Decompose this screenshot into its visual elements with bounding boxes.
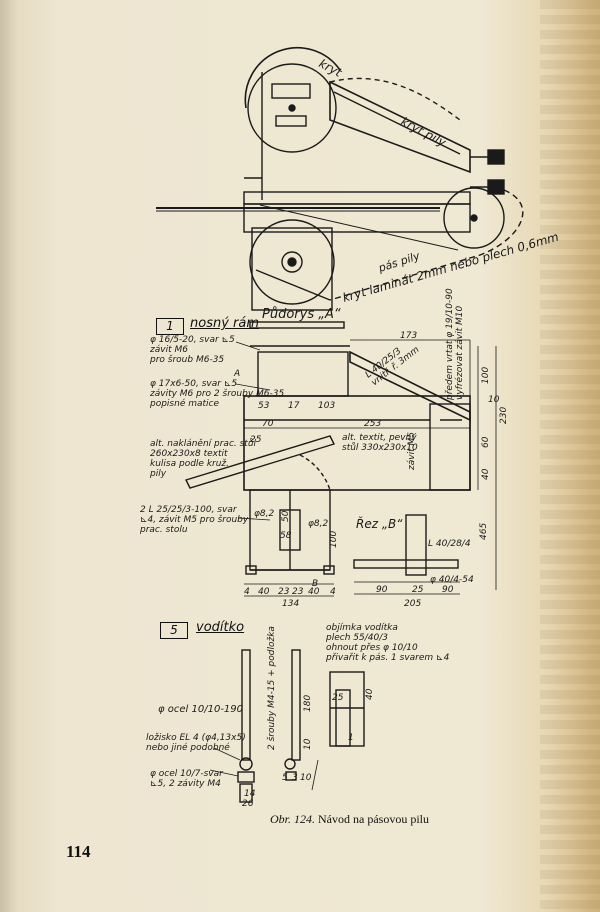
note-b: φ 17x6-50, svar ⊾5 závity M6 pro 2 šroub…	[149, 379, 287, 409]
svg-text:kryt: kryt	[317, 56, 346, 80]
svg-text:40: 40	[481, 468, 491, 480]
svg-text:103: 103	[318, 401, 335, 411]
svg-text:173: 173	[400, 331, 417, 341]
svg-text:134: 134	[282, 599, 299, 609]
svg-text:40: 40	[365, 688, 375, 700]
section-5-title: vodítko	[196, 620, 245, 635]
svg-text:25: 25	[412, 585, 424, 595]
svg-text:25: 25	[332, 693, 344, 703]
svg-text:φ ocel 10/10-190: φ ocel 10/10-190	[158, 704, 243, 715]
page-edge-shadow	[540, 0, 600, 912]
note-c: alt. naklánění prac. stůl 260x230x8 text…	[149, 438, 259, 479]
svg-text:φ 40/4-54: φ 40/4-54	[430, 575, 474, 585]
saw-elevation-drawing	[156, 46, 524, 311]
svg-text:58: 58	[280, 531, 292, 541]
tilting-table	[185, 435, 335, 489]
frame-plan-drawing	[185, 321, 497, 597]
svg-text:180: 180	[303, 695, 313, 712]
svg-text:40: 40	[308, 587, 320, 597]
svg-text:10: 10	[488, 395, 500, 405]
right-wheel	[443, 187, 505, 249]
svg-text:205: 205	[404, 599, 421, 609]
svg-text:4: 4	[330, 587, 336, 597]
svg-text:90: 90	[376, 585, 388, 595]
svg-text:A: A	[233, 369, 240, 379]
svg-text:253: 253	[364, 419, 381, 429]
svg-text:23: 23	[278, 587, 290, 597]
svg-text:40: 40	[258, 587, 270, 597]
section-1-title: nosný rám	[190, 316, 260, 331]
svg-text:50: 50	[281, 510, 291, 522]
note-d: 2 L 25/25/3-100, svar ⊾4, závit M5 pro š…	[139, 505, 251, 535]
svg-text:230: 230	[499, 407, 509, 424]
svg-text:100: 100	[481, 367, 491, 384]
guide-drawing	[209, 649, 365, 803]
frame-dimensions: 173 100 10 230 60 40 53 17 103 70 25 253…	[233, 331, 509, 609]
note-a: φ 16/5-20, svar ⊾5 závit M6 pro šroub M6…	[149, 335, 238, 365]
figure-number: Obr. 124.	[270, 812, 316, 826]
svg-text:23: 23	[292, 587, 304, 597]
svg-text:L 40/28/4: L 40/28/4	[428, 539, 471, 549]
svg-text:závit M5: závit M5	[407, 432, 417, 471]
note-g: předem vrtat φ 19/10-90 vyfrézovat závit…	[445, 285, 465, 401]
svg-text:φ8,2: φ8,2	[254, 509, 275, 519]
svg-text:53: 53	[258, 401, 270, 411]
svg-text:kryt pily: kryt pily	[399, 114, 450, 150]
svg-text:17: 17	[288, 401, 300, 411]
note-e: alt. textit, pevný stůl 330x230x10	[342, 433, 419, 453]
guide-note-rod: φ ocel 10/7-svar ⊾5, 2 závity M4	[150, 769, 226, 789]
svg-text:465: 465	[479, 523, 489, 540]
figure-caption: Obr. 124. Návod na pásovou pilu	[270, 812, 429, 827]
svg-text:φ8,2: φ8,2	[308, 519, 329, 529]
svg-text:3: 3	[292, 773, 298, 783]
svg-text:B: B	[312, 579, 318, 589]
guide-labels: φ ocel 10/10-190 ložisko EL 4 (φ4,13x5) …	[146, 623, 450, 809]
lower-wheel	[249, 219, 335, 305]
section-1-number: 1	[156, 318, 184, 335]
figure-caption-text: Návod na pásovou pilu	[318, 812, 429, 826]
saw-arm-cover	[329, 80, 471, 174]
svg-text:4: 4	[244, 587, 250, 597]
page-number: 114	[66, 842, 91, 861]
svg-text:10: 10	[303, 738, 313, 750]
svg-text:90: 90	[442, 585, 454, 595]
svg-text:5: 5	[282, 773, 288, 783]
svg-text:26: 26	[242, 799, 254, 809]
svg-text:60: 60	[481, 436, 491, 448]
svg-text:1: 1	[348, 733, 354, 743]
view-a-title: Půdorys „A“	[262, 307, 341, 322]
guide-note-bearing: ložisko EL 4 (φ4,13x5) nebo jiné podobné	[146, 733, 249, 753]
guide-note-clamp: objímka vodítka plech 55/40/3 ohnout pře…	[325, 623, 450, 663]
svg-text:Řez „B“: Řez „B“	[356, 516, 403, 531]
svg-text:100: 100	[329, 531, 339, 548]
svg-text:14: 14	[244, 789, 256, 799]
svg-text:70: 70	[262, 419, 274, 429]
svg-text:10: 10	[300, 773, 312, 783]
section-5-number: 5	[160, 622, 188, 639]
svg-text:25: 25	[250, 435, 262, 445]
upper-wheel	[247, 63, 337, 153]
svg-text:2 šrouby M4-15 + podložka: 2 šrouby M4-15 + podložka	[266, 626, 277, 750]
